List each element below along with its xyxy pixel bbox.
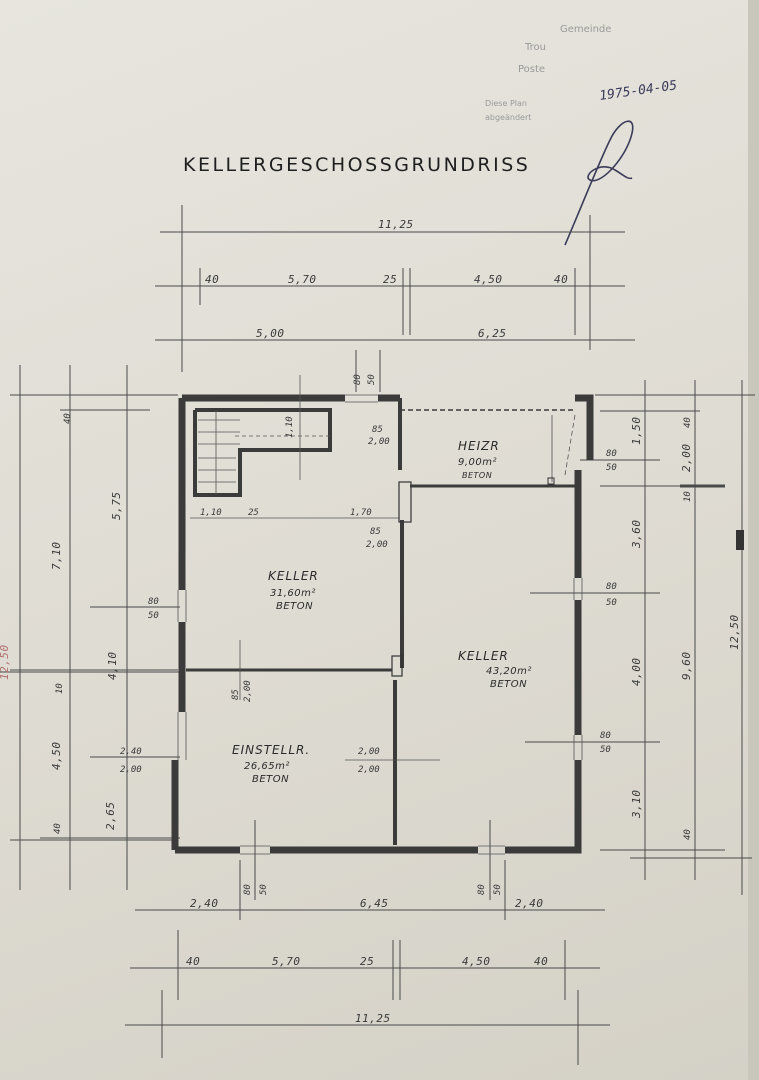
dim-top-detail-5: 40	[554, 273, 568, 286]
dim-door4-b: 2,00	[358, 765, 380, 775]
dim-right-small-1: 40	[683, 417, 693, 428]
dim-door1-a: 85	[372, 425, 383, 435]
dim-left-ext: 12,50	[0, 644, 11, 680]
dim-top-split-1: 5,00	[256, 327, 285, 340]
dim-bottom-detail-2: 5,70	[272, 955, 301, 968]
dim-top-detail-3: 25	[383, 273, 397, 286]
stamp-line-5: abgeändert	[485, 113, 531, 122]
dim-top-detail-2: 5,70	[288, 273, 317, 286]
dim-bottom-detail-4: 4,50	[462, 955, 491, 968]
room-area: 26,65m²	[244, 761, 290, 772]
dim-right-inner-4: 3,10	[630, 790, 643, 820]
dim-bottom-detail-5: 40	[534, 955, 548, 968]
dim-bottom-split-2: 6,45	[360, 897, 389, 910]
dim-right-inner-small-2: 40	[683, 829, 693, 840]
dim-top-detail-4: 4,50	[474, 273, 503, 286]
dim-bottom-detail-1: 40	[186, 955, 200, 968]
stamp-line-2: Trou	[524, 42, 546, 53]
dim-right-opening-2b: 50	[606, 598, 617, 608]
dim-left-opening-1b: 50	[148, 611, 159, 621]
plan-title: KELLERGESCHOSSGRUNDRISS	[183, 154, 530, 176]
dim-door3-b: 2,00	[243, 680, 253, 702]
dim-bottom-opening-2b: 50	[493, 884, 503, 895]
dim-bottom-opening-1a: 80	[243, 884, 253, 895]
right-dimensions	[525, 380, 755, 895]
dim-door1-b: 2,00	[368, 437, 390, 447]
dim-right-inner-1: 1,50	[630, 417, 643, 446]
dim-door2-b: 2,00	[366, 540, 388, 550]
dim-left-inner-1: 5,75	[110, 492, 123, 521]
room-material: BETON	[462, 471, 492, 480]
dim-right-small-2: 10	[683, 491, 693, 502]
room-name: KELLER	[268, 569, 319, 583]
stamp-line-1: Gemeinde	[560, 24, 611, 35]
dim-right-inner-2: 3,60	[630, 520, 643, 550]
room-keller-1: KELLER 31,60m² BETON	[268, 569, 319, 612]
dim-top-total: 11,25	[378, 218, 414, 231]
dim-right-opening-2a: 80	[606, 582, 617, 592]
dim-top-split-2: 6,25	[478, 327, 507, 340]
dim-right-opening-3a: 80	[600, 731, 611, 741]
bottom-dimensions	[125, 820, 610, 1065]
room-heizraum: HEIZR 9,00m² BETON	[458, 439, 500, 480]
dim-left-opening-1a: 80	[148, 597, 159, 607]
approval-date: 1975-04-05	[598, 78, 678, 104]
dim-door2-a: 85	[370, 527, 381, 537]
dim-right-opening-3b: 50	[600, 745, 611, 755]
dim-left-small-2: 10	[55, 683, 65, 694]
dim-right-outer-1: 2,00	[680, 444, 693, 473]
stamp-line-4: Diese Plan	[485, 99, 527, 108]
dim-bottom-split-1: 2,40	[190, 897, 219, 910]
margin-mark	[736, 530, 744, 550]
dim-top-opening-2: 50	[367, 374, 377, 385]
left-dimensions	[0, 365, 182, 890]
dim-left-opening-2a: 2,40	[120, 747, 142, 757]
dim-bottom-detail-3: 25	[360, 955, 374, 968]
dim-top-detail-1: 40	[205, 273, 219, 286]
room-name: KELLER	[458, 649, 509, 663]
dim-left-small-3: 40	[53, 823, 63, 834]
building-outline	[171, 375, 594, 855]
dim-right-outer-2: 9,60	[680, 652, 693, 681]
dim-top-opening-1: 80	[353, 374, 363, 385]
room-einstellraum: EINSTELLR. 26,65m² BETON	[232, 743, 310, 785]
room-material: BETON	[252, 774, 289, 785]
dim-left-outer-1: 7,10	[50, 542, 63, 571]
top-dimensions	[155, 205, 635, 392]
room-area: 43,20m²	[486, 666, 532, 677]
dim-bottom-opening-1b: 50	[259, 884, 269, 895]
dim-left-outer-2: 4,10	[106, 652, 119, 681]
dim-left-opening-2b: 2,00	[120, 765, 142, 775]
room-name: EINSTELLR.	[232, 743, 310, 757]
room-area: 31,60m²	[270, 588, 316, 599]
dim-left-inner-2: 2,65	[104, 802, 117, 831]
room-area: 9,00m²	[458, 457, 497, 468]
dim-right-opening-1a: 80	[606, 449, 617, 459]
dim-span-170: 1,70	[350, 508, 372, 518]
dim-stair-gap: 25	[248, 508, 259, 518]
stamp-line-3: Poste	[518, 64, 545, 75]
dim-door3-a: 85	[231, 689, 241, 700]
room-material: BETON	[276, 601, 313, 612]
dim-door4-a: 2,00	[358, 747, 380, 757]
signature	[564, 120, 634, 246]
dim-right-inner-3: 4,00	[630, 658, 643, 687]
dim-left-outer-3: 4,50	[50, 742, 63, 771]
dim-bottom-opening-2a: 80	[477, 884, 487, 895]
dim-left-small-1: 40	[63, 413, 73, 424]
room-name: HEIZR	[458, 439, 500, 453]
dim-right-opening-1b: 50	[606, 463, 617, 473]
dim-stair-height: 1,10	[285, 416, 295, 438]
room-material: BETON	[490, 679, 527, 690]
paper-edge	[748, 0, 759, 1080]
dim-stair-width: 1,10	[200, 508, 222, 518]
dim-bottom-total: 11,25	[355, 1012, 391, 1025]
dim-right-outer-3: 12,50	[728, 614, 741, 650]
dim-bottom-split-3: 2,40	[515, 897, 544, 910]
room-keller-2: KELLER 43,20m² BETON	[458, 649, 532, 690]
